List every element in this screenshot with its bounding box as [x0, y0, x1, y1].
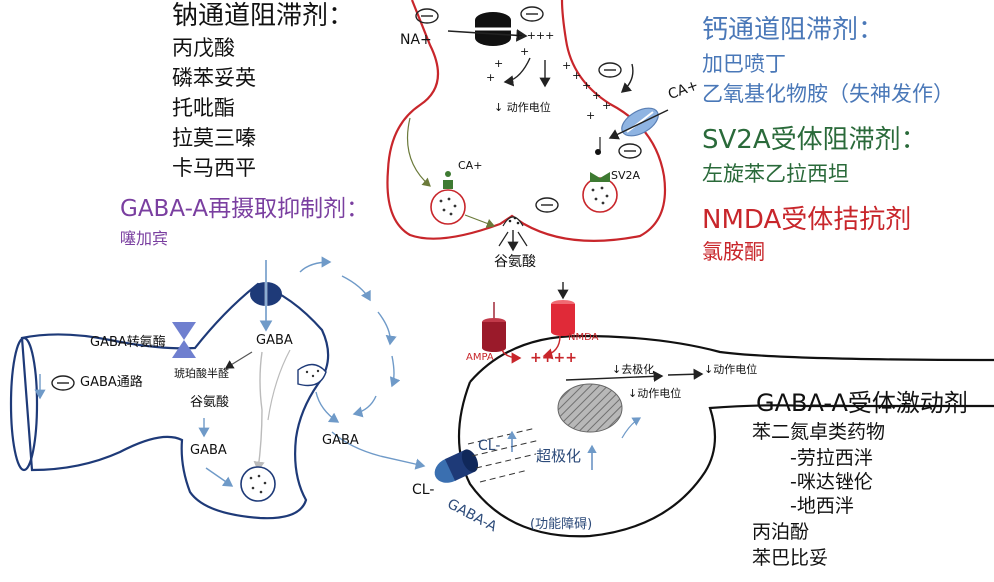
- release-site: [502, 216, 524, 227]
- gaba-agonist-drug-6: 苯巴比妥: [752, 547, 829, 569]
- glutamate-release-label: 谷氨酸: [494, 254, 536, 270]
- grey-path-2: [267, 349, 291, 421]
- gaba-to-vesicle-arrow: [205, 467, 234, 487]
- glial-process-end: [9, 336, 39, 472]
- dysfunction-label: (功能障碍): [530, 517, 593, 532]
- sodium-drug-4: 拉莫三嗪: [172, 126, 256, 150]
- nucleus: [557, 383, 623, 433]
- glial-release-site: [297, 363, 327, 387]
- nmda-drug-1: 氯胺酮: [702, 240, 765, 264]
- gaba-reuptake-drug-1: 噻加宾: [120, 229, 169, 248]
- calcium-channel-icon: [621, 107, 659, 137]
- gaba-vesicle: [240, 466, 276, 502]
- sodium-drug-2: 磷苯妥英: [172, 66, 256, 90]
- gaba-to-ssa-arrow: [224, 351, 253, 369]
- gaba-transaminase-icon: [172, 322, 196, 358]
- gaba-agonist-drug-3: -咪达锉伦: [790, 471, 873, 493]
- na-label: NA+: [400, 32, 432, 48]
- gaba-top-label: GABA: [256, 333, 293, 348]
- plus-e: +: [562, 59, 572, 72]
- plus-c: +: [486, 71, 496, 84]
- cl-outside-label: CL-: [412, 482, 435, 498]
- gaba-agonist-drug-2: -劳拉西泮: [790, 447, 873, 469]
- vesicle-dots: [249, 474, 267, 494]
- plus-j: +: [586, 109, 596, 122]
- succinic-semialdehyde-label: 琥珀酸半醛: [174, 367, 229, 380]
- gaba-agonist-drug-1: 苯二氮卓类药物: [752, 421, 886, 443]
- action-potential-top-label: ↓ 动作电位: [494, 101, 551, 114]
- sodium-drug-5: 卡马西平: [172, 156, 256, 180]
- nmda-label: NMDA: [568, 332, 599, 343]
- grey-path-1: [253, 351, 265, 472]
- ampa-label: AMPA: [466, 352, 494, 363]
- gaba-shunt-label: GABA通路: [80, 375, 143, 390]
- sodium-blocker-title: 钠通道阻滞剂：: [172, 1, 355, 31]
- gaba-cleft-label: GABA: [322, 433, 359, 448]
- sodium-drug-1: 丙戊酸: [172, 36, 235, 60]
- gaba-agonist-drug-5: 丙泊酚: [752, 521, 810, 543]
- calcium-entry-left-arrow: [406, 117, 431, 187]
- gaba-cycle-arrows: [299, 256, 426, 470]
- sv2a-blocker-title: SV2A受体阻滞剂：: [702, 125, 927, 155]
- nmda-receptor-icon: [551, 282, 575, 336]
- calcium-curve-arrow: [620, 63, 634, 93]
- action-potential-post-2-label: ↓动作电位: [628, 387, 682, 400]
- action-potential-arrow: [667, 368, 704, 380]
- plus-b: +: [520, 45, 530, 58]
- depolarization-arrow: [565, 370, 664, 382]
- presynaptic-membrane: [386, 0, 666, 242]
- sodium-channel-icon: [475, 12, 511, 46]
- gaba-glial-label: GABA: [190, 443, 227, 458]
- depolarization-label: ↓去极化: [612, 363, 655, 376]
- plus-g: +: [582, 79, 592, 92]
- plus-i: +: [602, 99, 612, 112]
- postsynaptic-membrane-top: [469, 334, 994, 383]
- chloride-influx-lines: [467, 427, 541, 483]
- release-arrow-left: [498, 231, 509, 247]
- gaba-agonist-drug-4: -地西泮: [790, 495, 854, 517]
- plus-d: +: [494, 57, 504, 70]
- calcium-blocker-title: 钙通道阻滞剂：: [702, 15, 885, 45]
- gaba-agonist-title: GABA-A受体激动剂: [756, 389, 968, 417]
- sodium-influx-arrow: [447, 28, 528, 42]
- sodium-drug-3: 托吡酯: [172, 96, 235, 120]
- sv2a-drug-1: 左旋苯乙拉西坦: [702, 162, 849, 186]
- release-arrow-right: [517, 231, 528, 247]
- vesicle-to-release-arrow: [464, 214, 496, 228]
- nmda-antagonist-title: NMDA受体拮抗剂: [702, 205, 912, 235]
- gaba-a-receptor-icon: [434, 449, 479, 483]
- ca-left-label: CA+: [458, 159, 483, 172]
- plus-f: +: [572, 69, 582, 82]
- sv2a-label: SV2A: [611, 169, 641, 182]
- calcium-drug-2: 乙氧基化物胺（失神发作）: [702, 82, 954, 106]
- hyperpolarization-label: 超极化: [536, 447, 582, 465]
- plus-signs-label: ++++: [530, 350, 577, 366]
- cl-inside-label: CL-: [478, 438, 501, 454]
- ampa-current-arrow: [501, 349, 522, 364]
- plus-h: +: [592, 89, 602, 102]
- nmda-current-arrow: [542, 335, 561, 360]
- action-potential-post-1-label: ↓动作电位: [704, 363, 758, 376]
- hyperpolarization-curve: [621, 417, 642, 439]
- gaba-transaminase-label: GABA转氨酶: [90, 335, 166, 350]
- gaba-reuptake-title: GABA-A再摄取抑制剂：: [120, 196, 370, 222]
- glutamate-glial-label: 谷氨酸: [190, 395, 230, 410]
- synaptic-vesicle-icon: [430, 171, 618, 225]
- ampa-receptor-icon: [482, 302, 506, 352]
- sodium-curve-arrow: [503, 57, 531, 87]
- calcium-influx-arrow: [608, 109, 669, 140]
- inhibit-symbol-icon: [51, 6, 642, 391]
- glial-cell-membrane: [20, 282, 330, 520]
- plus-cluster-a: + +++: [514, 29, 555, 42]
- calcium-drug-1: 加巴喷丁: [702, 52, 786, 76]
